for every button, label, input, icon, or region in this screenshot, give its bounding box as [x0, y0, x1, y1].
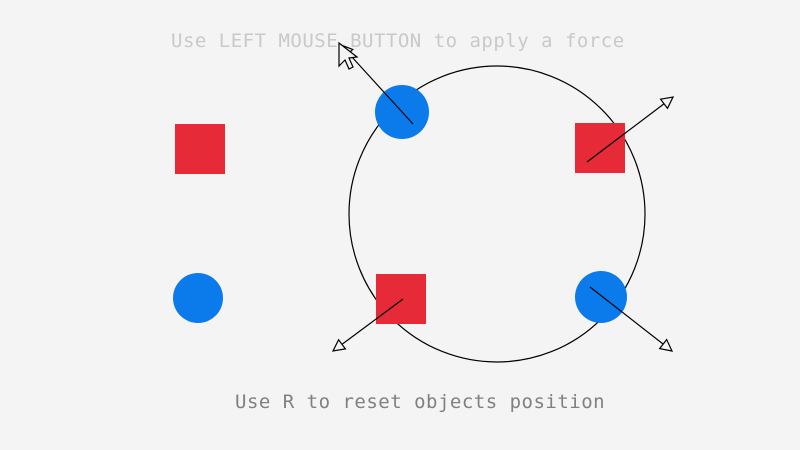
- body-circle-left[interactable]: [173, 273, 223, 323]
- force-arrow-top-left: [341, 45, 414, 125]
- body-square-right[interactable]: [575, 123, 625, 173]
- force-arrow-lower-right: [589, 286, 672, 351]
- body-circle-bottom-right[interactable]: [575, 271, 627, 323]
- mouse-cursor-icon: [338, 41, 359, 70]
- body-square-bottom[interactable]: [376, 274, 426, 324]
- force-arrow-lower-left: [333, 298, 404, 351]
- hint-text-reset-key: Use R to reset objects position: [235, 391, 606, 413]
- force-arrow-upper-right: [586, 97, 673, 163]
- body-square-left[interactable]: [175, 124, 225, 174]
- orbit-path-circle: [348, 65, 646, 363]
- hint-text-left-mouse-button: Use LEFT MOUSE BUTTON to apply a force: [171, 30, 625, 52]
